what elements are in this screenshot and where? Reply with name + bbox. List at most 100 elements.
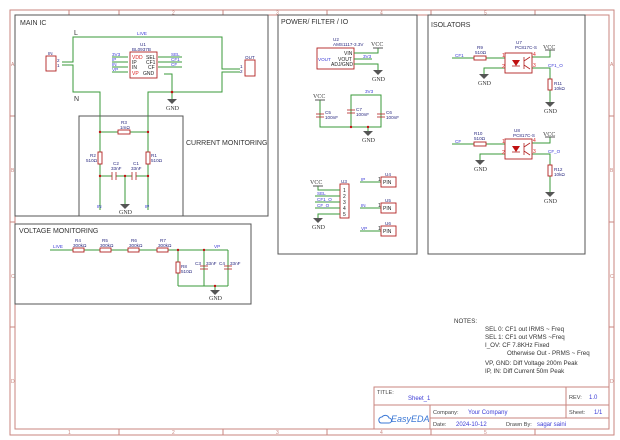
gnd-symbol: GND bbox=[166, 99, 180, 112]
resistor-r2[interactable]: R2 510Ω bbox=[86, 151, 103, 165]
capacitor-c7[interactable]: C7 100nF bbox=[347, 107, 369, 117]
test-pin-u4[interactable]: U4 IP 1 PIN bbox=[360, 172, 397, 188]
c7-ref: C7 bbox=[356, 107, 362, 112]
net-label-vp: VP bbox=[361, 226, 367, 231]
c4-ref: C4 bbox=[219, 261, 225, 266]
r10-value: 510Ω bbox=[474, 136, 486, 141]
zone-label-top: 2 bbox=[172, 11, 175, 17]
r5-ref: R5 bbox=[102, 238, 108, 243]
connector-out[interactable]: OUT 1 2 bbox=[240, 55, 256, 77]
r1-value: 510Ω bbox=[151, 158, 163, 163]
section-current-monitoring bbox=[78, 115, 184, 217]
resistor-r3[interactable]: R3 1mΩ bbox=[117, 120, 131, 135]
u2-pin-vout-left: VOUT bbox=[318, 57, 331, 62]
pin-number: 4 bbox=[343, 206, 346, 212]
u2-pin-vin: VIN bbox=[344, 51, 353, 57]
optocoupler-u8[interactable]: U8 PC817C-S 1 2 4 3 bbox=[502, 128, 536, 160]
net-label-ip: IP bbox=[112, 57, 116, 62]
net-label-live: LIVE bbox=[137, 31, 147, 36]
r6-value: 300kΩ bbox=[129, 243, 143, 248]
title-value: Sheet_1 bbox=[408, 396, 431, 402]
zone-label-top: 4 bbox=[380, 11, 383, 17]
rev-value: 1.0 bbox=[589, 395, 598, 401]
zone-label-left: A bbox=[11, 62, 15, 68]
note-line: SEL 0: CF1 out IRMS ~ Freq bbox=[485, 326, 565, 333]
r6-ref: R6 bbox=[131, 238, 137, 243]
zone-label-bottom: 5 bbox=[484, 430, 487, 436]
isolator-wires-u7 bbox=[452, 50, 551, 102]
pin-number: 1 bbox=[502, 53, 505, 59]
u1-pin-ip: IP bbox=[132, 60, 137, 66]
gnd-label: GND bbox=[474, 167, 488, 173]
logo-text: EasyEDA bbox=[391, 414, 430, 424]
c2-value: 33nF bbox=[111, 166, 122, 171]
pin-number: 3 bbox=[343, 200, 346, 206]
resistor-r6[interactable]: R6 300kΩ bbox=[127, 238, 143, 253]
sheet-label: Sheet: bbox=[569, 410, 586, 416]
section-title-voltage-monitoring: VOLTAGE MONITORING bbox=[19, 228, 98, 235]
pin-number: 4 bbox=[533, 52, 536, 58]
test-pin-u5[interactable]: U5 IN 1 PIN bbox=[360, 198, 397, 214]
section-title-isolators: ISOLATORS bbox=[431, 22, 471, 29]
title-block: TITLE: Sheet_1 REV: 1.0 Company: Your Co… bbox=[373, 386, 610, 430]
zone-label-bottom: 4 bbox=[380, 430, 383, 436]
connector-in-ref: IN bbox=[48, 51, 53, 56]
zone-label-right: C bbox=[610, 274, 614, 280]
pin-number: 1 bbox=[57, 63, 60, 68]
r12-value: 10kΩ bbox=[554, 172, 565, 177]
voltage-wires bbox=[50, 249, 229, 290]
net-label-in: IN bbox=[112, 62, 117, 67]
note-line: SEL 1: CF1 out VRMS ~Freq bbox=[485, 334, 565, 341]
capacitor-c3[interactable]: C3 33nF bbox=[195, 261, 217, 270]
connector-in[interactable]: IN 2 1 bbox=[45, 51, 60, 72]
capacitor-c4[interactable]: C4 33nF bbox=[219, 261, 241, 270]
capacitor-c1[interactable]: C1 33nF bbox=[131, 161, 142, 180]
optocoupler-u7[interactable]: U7 PC817C-S 1 2 4 3 bbox=[502, 40, 537, 74]
resistor-r1[interactable]: R1 510Ω bbox=[145, 151, 163, 165]
net-label-3v3: 3V3 bbox=[112, 52, 121, 57]
test-pin-u6[interactable]: U6 VP 1 PIN bbox=[360, 221, 397, 237]
r12-ref: R12 bbox=[554, 167, 563, 172]
u2-pin-adj-gnd: ADJ/GND bbox=[331, 62, 353, 68]
section-isolators bbox=[427, 14, 586, 255]
resistor-r11[interactable]: R11 10kΩ bbox=[547, 78, 565, 91]
c6-value: 100nF bbox=[386, 115, 399, 120]
ic-u1-bl0937b[interactable]: U1 BL0937B VDD IP IN VP SEL CF1 CF GND bbox=[129, 42, 158, 79]
capacitor-c5[interactable]: C5 100nF bbox=[316, 110, 338, 120]
capacitor-c2[interactable]: C2 33nF bbox=[111, 161, 122, 180]
resistor-r10[interactable]: R10 510Ω bbox=[473, 131, 487, 147]
resistor-r8[interactable]: R8 510Ω bbox=[175, 261, 193, 274]
zone-label-right: D bbox=[610, 379, 614, 385]
net-label-in: IN bbox=[97, 204, 102, 209]
net-label-3v3: 3V3 bbox=[363, 54, 372, 59]
resistor-r9[interactable]: R9 510Ω bbox=[473, 45, 487, 61]
pin-number: 2 bbox=[502, 150, 505, 156]
resistor-r4[interactable]: R4 300kΩ bbox=[72, 238, 87, 253]
junction bbox=[366, 125, 370, 129]
u1-pin-vp: VP bbox=[132, 71, 139, 77]
vcc-symbol: VCC bbox=[371, 42, 383, 49]
pin-number: 2 bbox=[502, 64, 505, 70]
capacitor-c6[interactable]: C6 100nF bbox=[377, 110, 399, 120]
net-label-ip: IP bbox=[145, 204, 149, 209]
resistor-r7[interactable]: R7 300kΩ bbox=[156, 238, 172, 253]
sheet-value: 1/1 bbox=[594, 410, 603, 416]
section-title-current-monitoring: CURRENT MONITORING bbox=[186, 140, 267, 147]
u8-ref: U8 bbox=[514, 128, 520, 133]
header-u3[interactable]: U3 1 2 3 4 5 bbox=[339, 179, 350, 219]
resistor-r12[interactable]: R12 10kΩ bbox=[547, 164, 565, 177]
c1-value: 33nF bbox=[131, 166, 142, 171]
r9-ref: R9 bbox=[477, 45, 483, 50]
junction bbox=[146, 174, 150, 178]
gnd-symbol: GND bbox=[362, 131, 376, 144]
net-label-vp: VP bbox=[112, 67, 118, 72]
resistor-r5[interactable]: R5 300kΩ bbox=[99, 238, 114, 253]
vcc-symbol: VCC bbox=[313, 94, 325, 101]
pin-number: 2 bbox=[240, 69, 243, 74]
zone-label-left: C bbox=[11, 274, 15, 280]
regulator-u2[interactable]: U2 AMS1117-3.3V VIN VOUT ADJ/GND VOUT bbox=[316, 37, 364, 70]
gnd-symbol: GND bbox=[312, 218, 326, 231]
r8-value: 510Ω bbox=[181, 269, 193, 274]
r5-value: 300kΩ bbox=[100, 243, 114, 248]
